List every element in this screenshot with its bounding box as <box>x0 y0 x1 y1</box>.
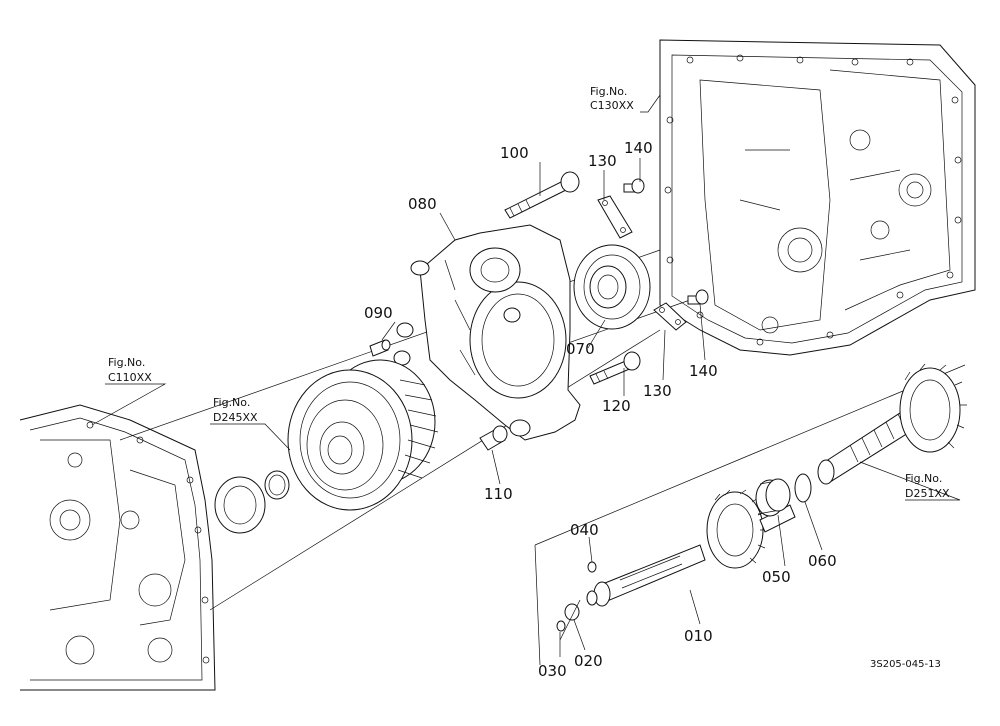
part-label-050: 050 <box>762 568 791 586</box>
fig-ref-c110-line1: Fig.No. <box>108 356 145 369</box>
part-label-070: 070 <box>566 340 595 358</box>
ring-030 <box>556 620 566 632</box>
lock-plate-130-upper <box>597 195 633 239</box>
bearing-cover-080 <box>393 224 581 441</box>
leader-lines <box>91 94 961 657</box>
dowel-pin-090 <box>369 339 391 357</box>
part-label-130-upper: 130 <box>588 152 617 170</box>
part-label-020: 020 <box>574 652 603 670</box>
plug-040 <box>587 561 597 573</box>
drawing-code: 3S205-045-13 <box>870 659 941 670</box>
fig-ref-c130-line1: Fig.No. <box>590 85 627 98</box>
part-label-040: 040 <box>570 521 599 539</box>
fig-ref-c110-line2: C110XX <box>108 371 152 384</box>
bolt-100 <box>504 171 580 219</box>
screw-140-upper <box>623 178 645 194</box>
fig-ref-c130-line2: C130XX <box>590 99 634 112</box>
transmission-housing-right <box>659 39 976 356</box>
fig-ref-d245-line1: Fig.No. <box>213 396 250 409</box>
part-label-120: 120 <box>602 397 631 415</box>
part-label-110: 110 <box>484 485 513 503</box>
o-ring-020 <box>564 603 580 621</box>
part-label-030: 030 <box>538 662 567 680</box>
fig-ref-d251-line2: D251XX <box>905 487 950 500</box>
part-label-010: 010 <box>684 627 713 645</box>
snap-ring-060 <box>794 473 812 503</box>
bushing-110 <box>479 425 508 451</box>
screw-140-lower <box>687 289 709 305</box>
part-label-060: 060 <box>808 552 837 570</box>
needle-bearing-050 <box>755 478 791 517</box>
lock-plate-130-lower <box>653 302 687 331</box>
shaft-010 <box>586 489 796 607</box>
part-label-080: 080 <box>408 195 437 213</box>
part-label-100: 100 <box>500 144 529 162</box>
part-label-130-lower: 130 <box>643 382 672 400</box>
part-label-140-lower: 140 <box>689 362 718 380</box>
fig-ref-d251-line1: Fig.No. <box>905 472 942 485</box>
part-label-140-upper: 140 <box>624 139 653 157</box>
ball-bearing-070 <box>573 244 651 330</box>
part-label-090: 090 <box>364 304 393 322</box>
bolt-120 <box>589 351 641 385</box>
clutch-pack-d245 <box>214 359 439 534</box>
splined-shaft-d251 <box>817 363 967 485</box>
fig-ref-d245-line2: D245XX <box>213 411 258 424</box>
transmission-housing-left <box>19 404 216 691</box>
